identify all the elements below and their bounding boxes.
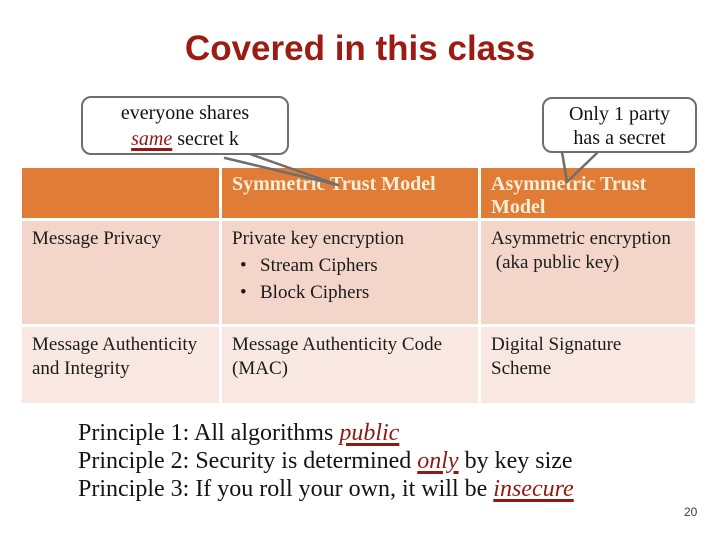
table-header-asymmetric: Asymmetric Trust Model <box>481 168 695 218</box>
trust-model-table: Symmetric Trust Model Asymmetric Trust M… <box>22 168 695 403</box>
principles-list: Principle 1: All algorithms public Princ… <box>78 419 574 503</box>
principle-3-emphasis: insecure <box>493 476 574 502</box>
principle-1: Principle 1: All algorithms public <box>78 419 574 447</box>
table-row-label: Message Authenticity and Integrity <box>22 327 219 403</box>
table-cell-symmetric-privacy: Private key encryption • Stream Ciphers … <box>222 221 478 324</box>
principle-2-emphasis: only <box>417 448 459 474</box>
cell-text: (aka public key) <box>491 252 620 273</box>
callout-one-party-secret: Only 1 party has a secret <box>542 97 697 153</box>
callout-text: everyone shares <box>120 102 250 124</box>
principle-1-emphasis: public <box>339 420 400 446</box>
callout-one-party-line2: has a secret <box>544 126 695 150</box>
principle-3-prefix: Principle 3: If you roll your own, it wi… <box>78 476 494 502</box>
page-number: 20 <box>684 505 698 519</box>
principle-2-prefix: Principle 2: Security is determined <box>78 448 418 474</box>
bullet-text: Stream Ciphers <box>260 255 378 276</box>
table-cell-asymmetric-authenticity: Digital Signature Scheme <box>481 327 695 403</box>
slide-title: Covered in this class <box>184 29 536 68</box>
callout-shared-secret-line1: everyone shares <box>83 100 287 126</box>
bullet-text: Block Ciphers <box>260 282 370 303</box>
principle-3: Principle 3: If you roll your own, it wi… <box>78 475 574 503</box>
cell-text: Asymmetric encryption <box>491 228 671 249</box>
callout-one-party-line1: Only 1 party <box>544 102 695 126</box>
callout-text: has a secret <box>573 127 666 149</box>
callout-text: Only 1 party <box>568 103 671 125</box>
principle-2-suffix: by key size <box>458 448 573 474</box>
cell-text: Private key encryption <box>232 228 405 249</box>
table-header-symmetric: Symmetric Trust Model <box>222 168 478 218</box>
bullet-item: • Block Ciphers <box>232 281 468 305</box>
emphasis-same: same <box>131 128 173 150</box>
table-header-empty <box>22 168 219 218</box>
bullet-icon: • <box>240 282 247 303</box>
table-cell-symmetric-authenticity: Message Authenticity Code (MAC) <box>222 327 478 403</box>
table-row-label: Message Privacy <box>22 221 219 324</box>
bullet-icon: • <box>240 255 247 276</box>
principle-1-prefix: Principle 1: All algorithms <box>78 420 340 446</box>
bullet-item: • Stream Ciphers <box>232 254 468 278</box>
principle-2: Principle 2: Security is determined only… <box>78 447 574 475</box>
callout-text: secret k <box>172 128 239 150</box>
table-cell-asymmetric-privacy: Asymmetric encryption (aka public key) <box>481 221 695 324</box>
callout-shared-secret: everyone shares same secret k <box>81 96 289 155</box>
callout-shared-secret-line2: same secret k <box>83 126 287 152</box>
